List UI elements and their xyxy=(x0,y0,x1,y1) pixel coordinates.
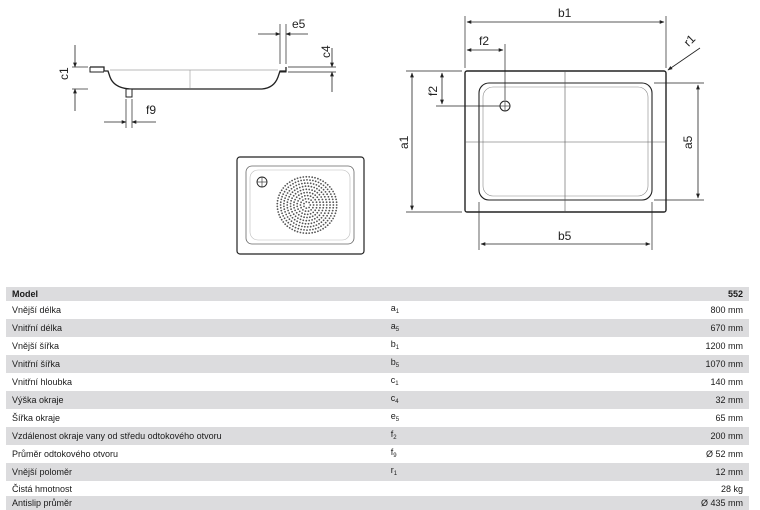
row-symbol: c4 xyxy=(384,391,657,410)
symbol-letter: c xyxy=(390,393,396,404)
symbol-letter: a xyxy=(390,303,396,314)
row-value: 1070 mm xyxy=(656,355,749,374)
technical-drawing: c1 c4 e5 f9 xyxy=(57,6,704,255)
symbol-letter: r xyxy=(390,465,394,476)
side-view xyxy=(72,24,336,128)
label-a5: a5 xyxy=(681,135,695,149)
row-label: Vnitřní šířka xyxy=(6,355,385,374)
row-symbol: e5 xyxy=(384,409,657,428)
row-symbol: f9 xyxy=(384,445,657,464)
row-symbol xyxy=(384,495,657,510)
label-f2-vertical: f2 xyxy=(426,86,440,96)
row-value: 670 mm xyxy=(656,319,749,338)
row-symbol: a5 xyxy=(384,319,657,338)
row-label: Vnější šířka xyxy=(6,337,385,356)
symbol-letter: c xyxy=(390,375,396,386)
symbol-subscript: 9 xyxy=(393,453,397,460)
row-label: Čistá hmotnost xyxy=(6,481,385,496)
symbol-letter: a xyxy=(390,321,396,332)
symbol-subscript: 1 xyxy=(395,381,399,388)
row-label: Vnitřní hloubka xyxy=(6,373,385,392)
label-f2-horizontal: f2 xyxy=(479,34,489,48)
label-a1: a1 xyxy=(397,135,411,149)
label-f9: f9 xyxy=(146,103,156,117)
label-c1: c1 xyxy=(57,67,71,80)
symbol-subscript: 1 xyxy=(393,471,398,478)
row-value: Ø 435 mm xyxy=(656,495,749,510)
row-symbol: c1 xyxy=(384,373,657,392)
symbol-subscript: 5 xyxy=(395,363,400,370)
symbol-subscript: 4 xyxy=(395,399,399,406)
row-label: Antislip průměr xyxy=(6,495,385,510)
row-symbol: b1 xyxy=(384,337,657,356)
label-r1: r1 xyxy=(681,32,699,50)
row-symbol xyxy=(384,481,657,496)
row-value: 12 mm xyxy=(656,463,749,482)
top-view xyxy=(406,16,704,250)
row-label: Výška okraje xyxy=(6,391,385,410)
row-value: 32 mm xyxy=(656,391,749,410)
symbol-subscript: 1 xyxy=(395,345,400,352)
tub-3d-view xyxy=(236,156,365,255)
row-value: 800 mm xyxy=(656,301,749,320)
symbol-subscript: 2 xyxy=(393,435,397,442)
row-value: 140 mm xyxy=(656,373,749,392)
row-value: 1200 mm xyxy=(656,337,749,356)
symbol-subscript: 5 xyxy=(395,327,400,334)
row-label: Vnější délka xyxy=(6,301,385,320)
symbol-letter: b xyxy=(390,357,396,368)
row-label: Vnější poloměr xyxy=(6,463,385,482)
row-label: Průměr odtokového otvoru xyxy=(6,445,385,464)
symbol-letter: e xyxy=(390,411,396,422)
symbol-subscript: 5 xyxy=(395,417,400,424)
header-model-value: 552 xyxy=(656,287,749,302)
symbol-letter: f xyxy=(390,429,394,440)
antislip-pattern xyxy=(276,175,338,235)
row-symbol: r1 xyxy=(384,463,657,482)
row-label: Šířka okraje xyxy=(6,409,385,428)
header-model-label: Model xyxy=(6,287,385,302)
table-row: Čistá hmotnost 28 kg xyxy=(6,481,749,496)
row-value: 65 mm xyxy=(656,409,749,428)
label-c4: c4 xyxy=(319,45,333,58)
row-symbol: b5 xyxy=(384,355,657,374)
row-value: 28 kg xyxy=(656,481,749,496)
row-value: 200 mm xyxy=(656,427,749,446)
symbol-letter: f xyxy=(390,447,394,458)
row-label: Vzdálenost okraje vany od středu odtokov… xyxy=(6,427,385,446)
table-row: Antislip průměr Ø 435 mm xyxy=(6,495,749,510)
table-header-row: Model 552 xyxy=(6,287,749,302)
symbol-subscript: 1 xyxy=(395,309,400,316)
symbol-letter: b xyxy=(390,339,396,350)
row-symbol: f2 xyxy=(384,427,657,446)
row-symbol: a1 xyxy=(384,301,657,320)
label-b5: b5 xyxy=(558,229,572,243)
label-e5: e5 xyxy=(292,17,306,31)
label-b1: b1 xyxy=(558,6,572,20)
table-row: Vzdálenost okraje vany od středu odtokov… xyxy=(6,427,749,446)
row-value: Ø 52 mm xyxy=(656,445,749,464)
row-label: Vnitřní délka xyxy=(6,319,385,338)
